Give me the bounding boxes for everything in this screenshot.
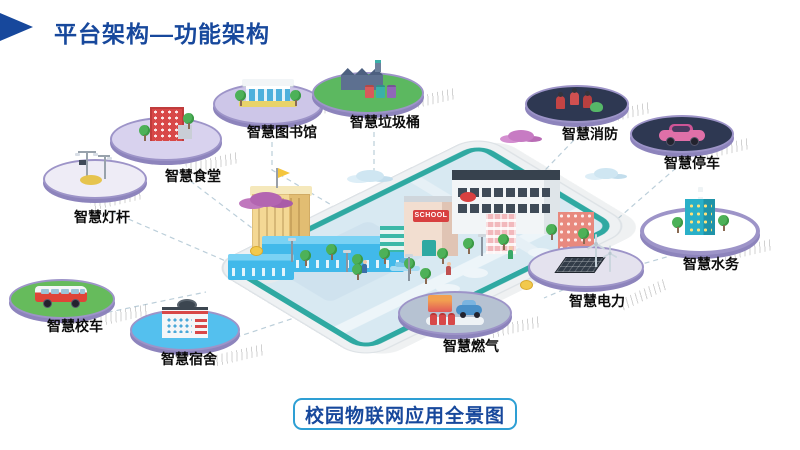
caption-box: 校园物联网应用全景图 bbox=[293, 398, 517, 430]
node-label: 智慧电力 bbox=[569, 293, 625, 309]
street-lamp-icon bbox=[478, 234, 486, 256]
page-title: 平台架构—功能架构 bbox=[54, 21, 270, 47]
node-label: 智慧宿舍 bbox=[161, 351, 217, 367]
school-bus-icon bbox=[33, 286, 91, 308]
cloud-icon bbox=[250, 192, 282, 207]
cloud-icon bbox=[356, 170, 384, 182]
tree-icon bbox=[498, 234, 509, 250]
cloud-icon bbox=[594, 168, 618, 179]
node-label: 智慧食堂 bbox=[165, 168, 221, 184]
node-label: 智慧燃气 bbox=[443, 338, 499, 354]
school-building: SCHOOL bbox=[404, 196, 458, 256]
cloud-icon bbox=[508, 130, 534, 142]
node-label: 智慧校车 bbox=[47, 318, 103, 334]
platform-oval bbox=[398, 291, 512, 335]
dormitory-building-icon bbox=[158, 299, 212, 338]
node-label: 智慧水务 bbox=[683, 256, 739, 272]
school-door bbox=[422, 240, 436, 256]
platform-oval bbox=[525, 85, 629, 123]
coin-icon bbox=[520, 280, 533, 290]
street-lamp-icon bbox=[288, 238, 296, 262]
yellow-building-roof bbox=[250, 186, 312, 196]
plaza-pad bbox=[462, 268, 488, 278]
gas-station-icon bbox=[424, 295, 486, 325]
tree-icon bbox=[326, 244, 337, 260]
node-label: 智慧灯杆 bbox=[74, 209, 130, 225]
flag-pole bbox=[276, 168, 278, 188]
plaza-pad bbox=[528, 248, 552, 257]
firefighters-icon bbox=[550, 88, 604, 114]
school-stairs bbox=[380, 226, 406, 252]
tree-icon bbox=[420, 268, 431, 284]
person-icon bbox=[508, 246, 513, 259]
street-lamp-icon bbox=[343, 250, 351, 272]
water-building-icon bbox=[672, 187, 729, 237]
caption-text: 校园物联网应用全景图 bbox=[304, 405, 505, 427]
tree-icon bbox=[578, 228, 589, 244]
pink-car-icon bbox=[657, 124, 707, 146]
tree-icon bbox=[546, 224, 557, 240]
node-label: 智慧消防 bbox=[562, 126, 618, 142]
node-label: 智慧垃圾桶 bbox=[350, 114, 420, 130]
canteen-building-icon bbox=[137, 105, 195, 145]
library-building-icon bbox=[235, 74, 301, 110]
person-icon bbox=[446, 262, 451, 275]
tree-icon bbox=[352, 264, 363, 280]
plaza-pad bbox=[436, 284, 460, 293]
platform-oval bbox=[630, 115, 734, 153]
trash-station-icon bbox=[335, 60, 401, 99]
street-lamp-icon bbox=[405, 254, 413, 281]
school-sign: SCHOOL bbox=[413, 210, 449, 222]
street-lamp-icon bbox=[72, 149, 118, 185]
tree-icon bbox=[379, 248, 390, 264]
node-label: 智慧图书馆 bbox=[247, 124, 317, 140]
solar-wind-turbine-icon bbox=[554, 234, 618, 275]
tree-icon bbox=[463, 238, 474, 254]
title-arrow-icon bbox=[0, 13, 33, 41]
coin-icon bbox=[250, 246, 263, 256]
blue-building-wing bbox=[228, 254, 294, 280]
tree-icon bbox=[437, 248, 448, 264]
node-label: 智慧停车 bbox=[664, 155, 720, 171]
building-logo-icon bbox=[460, 192, 476, 202]
person-icon bbox=[362, 260, 367, 273]
flag-icon bbox=[278, 168, 290, 178]
tree-icon bbox=[300, 250, 311, 266]
